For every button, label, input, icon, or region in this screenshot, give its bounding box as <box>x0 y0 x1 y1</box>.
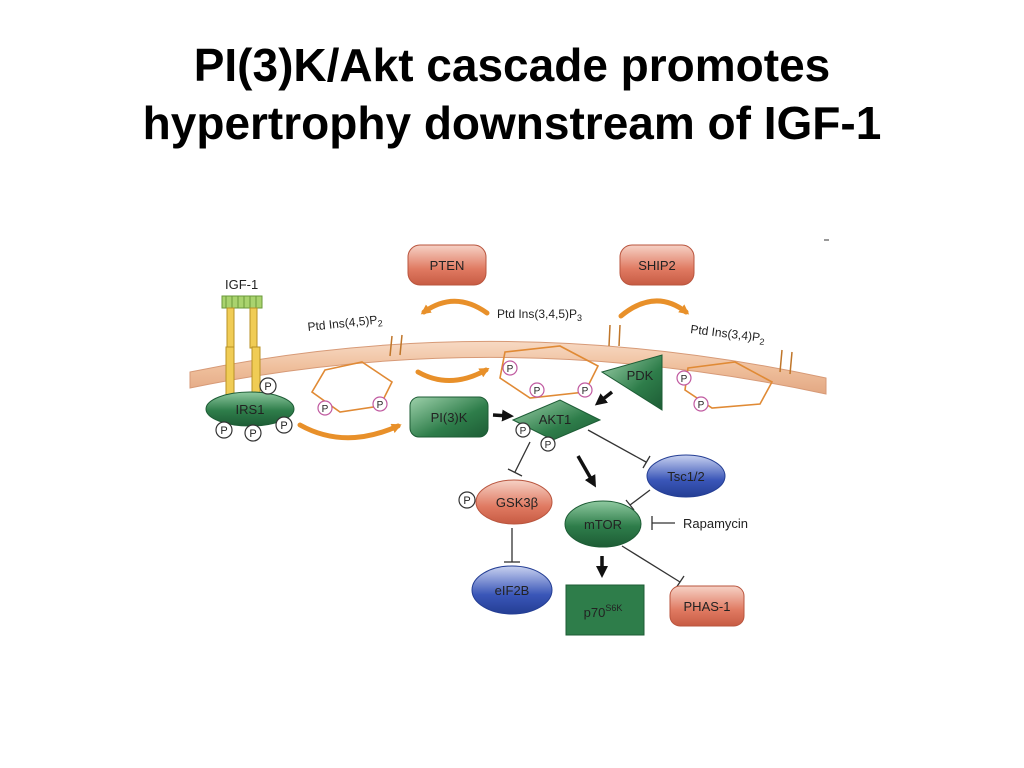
svg-text:P: P <box>507 364 514 375</box>
title-line-1: PI(3)K/Akt cascade promotes <box>193 39 831 91</box>
title-line-2: hypertrophy downstream of IGF-1 <box>142 97 882 149</box>
pdk-akt-arrow <box>594 390 614 406</box>
phospho-badge: P <box>458 491 476 509</box>
akt1-phospho: P P <box>515 422 556 452</box>
svg-text:P: P <box>582 386 589 397</box>
svg-text:eIF2B: eIF2B <box>495 583 530 598</box>
pi3k-node: PI(3)K <box>409 396 489 438</box>
phospho-badge: P <box>215 421 233 439</box>
svg-text:P: P <box>220 425 227 437</box>
svg-text:GSK3β: GSK3β <box>496 495 538 510</box>
p70s6k-node: p70S6K <box>565 584 645 636</box>
svg-text:p70S6K: p70S6K <box>584 603 623 620</box>
svg-text:P: P <box>377 400 384 411</box>
svg-text:P: P <box>534 386 541 397</box>
svg-text:mTOR: mTOR <box>584 517 622 532</box>
pten-node: PTEN <box>407 244 487 286</box>
lipid-phospho-groups: P P P P P P P <box>317 360 709 416</box>
phospho-badge: P <box>676 370 692 386</box>
phospho-badge: P <box>540 436 556 452</box>
svg-text:P: P <box>264 381 271 393</box>
phospho-badge: P <box>502 360 518 376</box>
eif2b-node: eIF2B <box>471 565 553 615</box>
svg-text:P: P <box>280 420 287 432</box>
phas1-node: PHAS-1 <box>669 585 745 627</box>
tsc-node: Tsc1/2 <box>646 454 726 498</box>
igf1-label: IGF-1 <box>225 277 258 292</box>
inhibition-lines <box>504 429 685 589</box>
pdk-node: PDK <box>600 354 663 411</box>
ship2-arrow <box>618 298 690 319</box>
phospho-badge: P <box>244 424 262 442</box>
phospho-badge: P <box>275 416 293 434</box>
svg-text:P: P <box>520 426 527 437</box>
svg-text:P: P <box>249 428 256 440</box>
conversion-arrows <box>297 298 690 441</box>
svg-text:P: P <box>322 404 329 415</box>
pten-arrow <box>420 298 490 316</box>
slide-title: PI(3)K/Akt cascade promotes hypertrophy … <box>0 36 1024 152</box>
svg-text:PDK: PDK <box>627 368 654 383</box>
phospho-badge: P <box>693 396 709 412</box>
rapamycin-label: Rapamycin <box>683 516 748 531</box>
svg-text:P: P <box>463 495 470 507</box>
svg-text:IRS1: IRS1 <box>236 402 265 417</box>
irs1-phospho: P P P P <box>215 377 293 442</box>
svg-text:P: P <box>545 440 552 451</box>
svg-text:SHIP2: SHIP2 <box>638 258 676 273</box>
pip2-45-label: Ptd Ins(4,5)P2 <box>307 312 383 336</box>
svg-text:Tsc1/2: Tsc1/2 <box>667 469 705 484</box>
activation-arrows <box>492 390 614 578</box>
akt1-node: AKT1 <box>511 399 602 441</box>
phospho-badge: P <box>317 400 333 416</box>
gsk3b-node: GSK3β <box>475 479 553 525</box>
svg-text:PI(3)K: PI(3)K <box>431 410 468 425</box>
ship2-node: SHIP2 <box>619 244 695 286</box>
pip2-34-label: Ptd Ins(3,4)P2 <box>689 322 765 347</box>
phospho-badge: P <box>515 422 531 438</box>
svg-text:P: P <box>681 374 688 385</box>
irs1-pi3k-arrow <box>297 422 402 441</box>
svg-text:AKT1: AKT1 <box>539 412 572 427</box>
igf1-receptor <box>221 295 263 400</box>
pi3k-akt-arrow <box>492 409 514 422</box>
irs1-node: IRS1 <box>205 391 295 427</box>
pi3k-conversion-arrow <box>415 367 490 383</box>
svg-text:PHAS-1: PHAS-1 <box>684 599 731 614</box>
phospho-badge: P <box>372 396 388 412</box>
pip3-label: Ptd Ins(3,4,5)P3 <box>497 307 582 323</box>
phospho-badge: P <box>259 377 277 395</box>
phospho-badge: P <box>529 382 545 398</box>
mtor-node: mTOR <box>564 500 642 548</box>
svg-text:P: P <box>698 400 705 411</box>
svg-text:PTEN: PTEN <box>430 258 465 273</box>
lipid-anchors <box>389 324 793 375</box>
phospho-badge: P <box>577 382 593 398</box>
cell-membrane <box>189 340 827 395</box>
akt-mtor-arrow <box>576 455 596 488</box>
